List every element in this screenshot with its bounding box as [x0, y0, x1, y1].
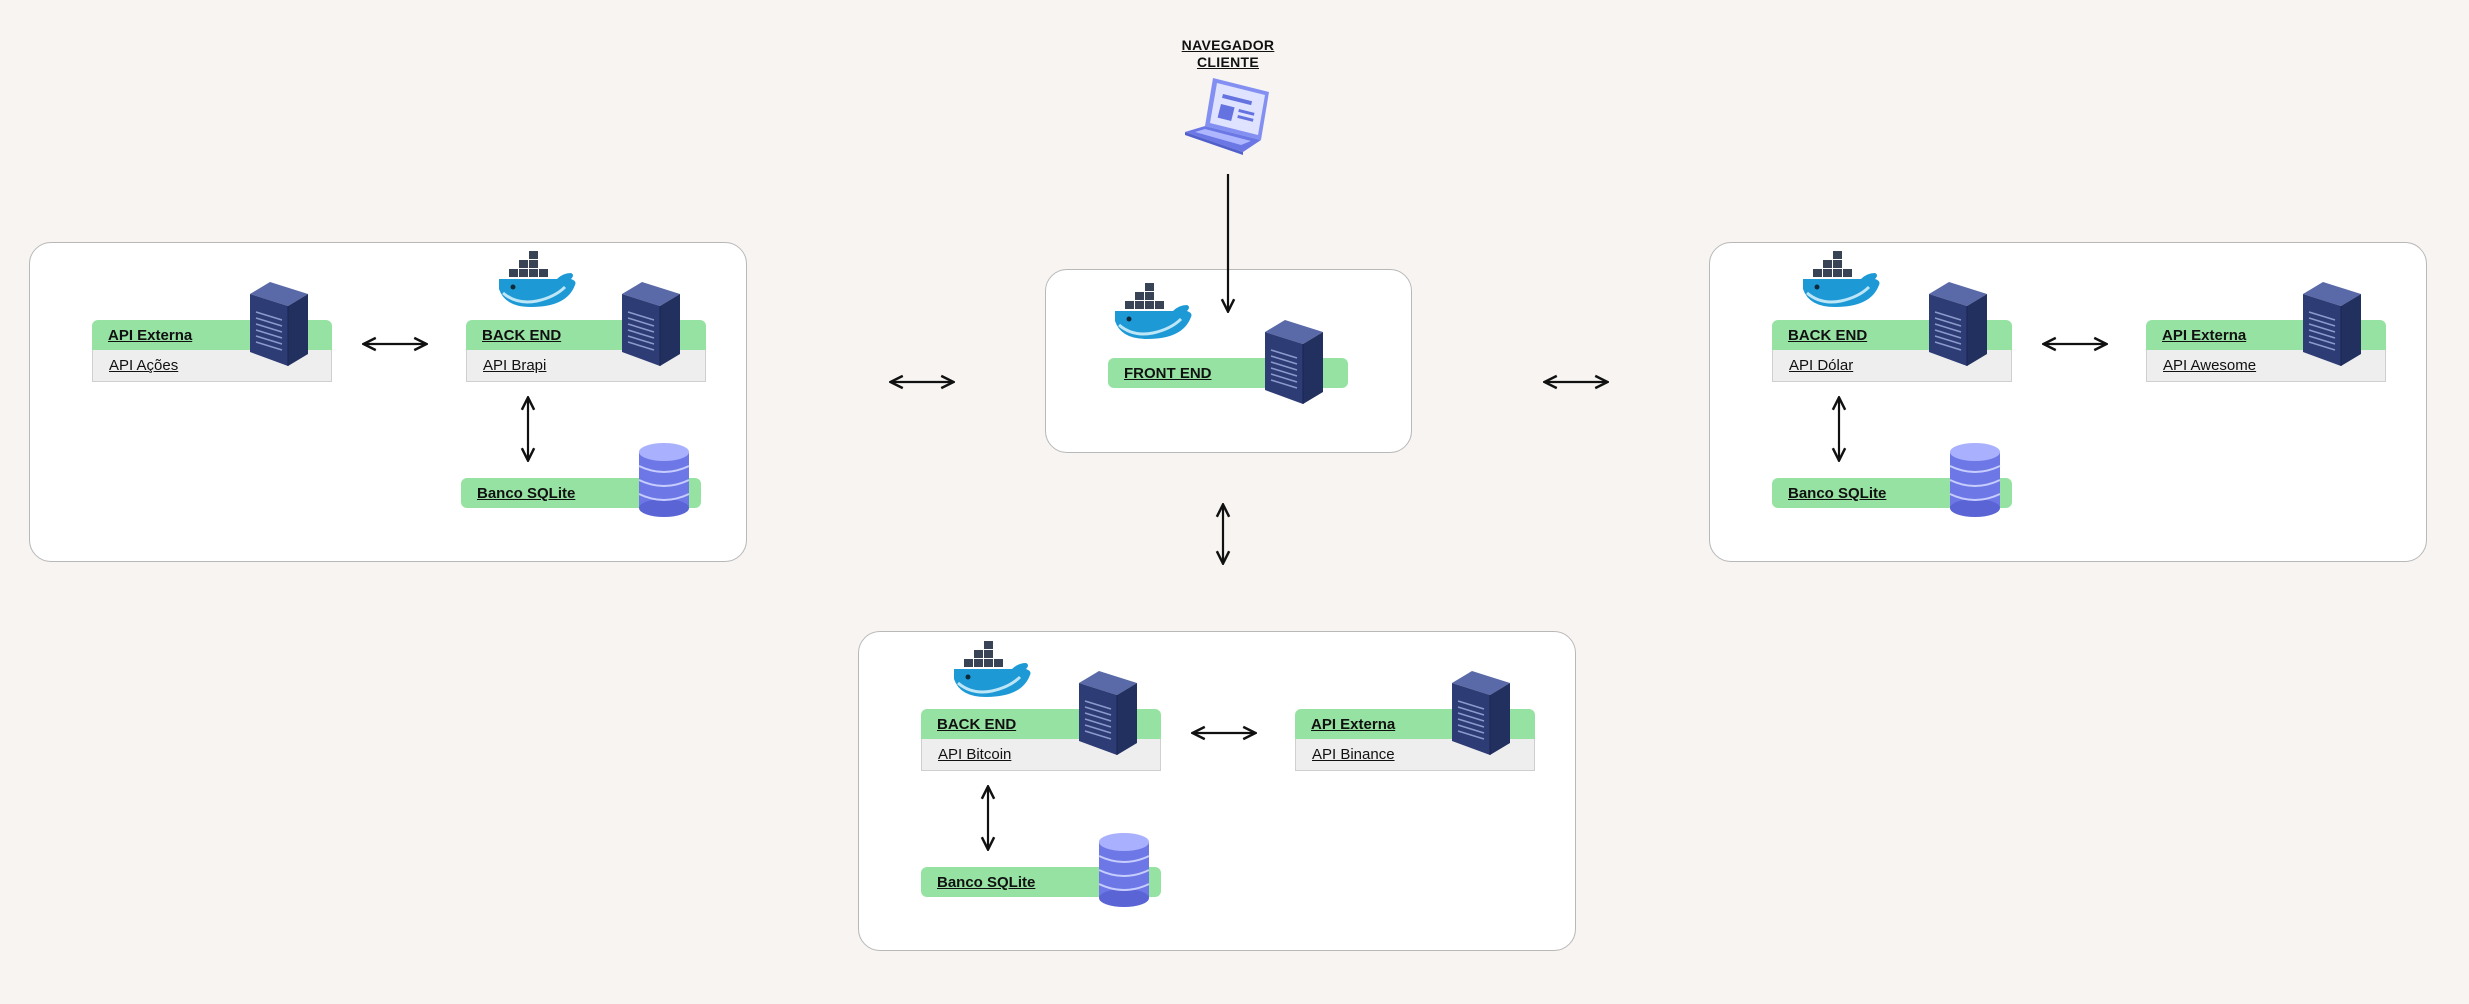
acoes-external-backend-arrow: [362, 332, 428, 356]
bitcoin-backend-db-arrow: [978, 785, 998, 851]
docker-whale-icon: [952, 641, 1034, 701]
acoes-frontend-arrow: [889, 370, 955, 394]
client-title: NAVEGADOR CLIENTE: [1168, 37, 1288, 71]
server-icon: [1927, 280, 1989, 368]
server-icon: [1450, 669, 1512, 757]
docker-whale-icon: [497, 251, 579, 311]
server-icon: [1263, 318, 1325, 406]
dolar-backend-db-arrow: [1829, 396, 1849, 462]
bitcoin-external-sub: API Binance: [1295, 739, 1535, 771]
client-frontend-arrow: [1218, 174, 1238, 316]
bitcoin-backend-external-arrow: [1191, 721, 1257, 745]
frontend-dolar-arrow: [1543, 370, 1609, 394]
server-icon: [620, 280, 682, 368]
dolar-backend-external-arrow: [2042, 332, 2108, 356]
client-title-line2: CLIENTE: [1197, 54, 1259, 70]
acoes-backend-db-arrow: [518, 396, 538, 462]
database-icon: [638, 442, 690, 518]
laptop-icon: [1185, 78, 1269, 155]
docker-whale-icon: [1801, 251, 1883, 311]
docker-whale-icon: [1113, 283, 1195, 343]
server-icon: [1077, 669, 1139, 757]
database-icon: [1098, 832, 1150, 908]
server-icon: [2301, 280, 2363, 368]
server-icon: [248, 280, 310, 368]
client-title-line1: NAVEGADOR: [1181, 37, 1275, 53]
bitcoin-external-card[interactable]: API Externa API Binance: [1295, 709, 1535, 771]
database-icon: [1949, 442, 2001, 518]
frontend-bitcoin-arrow: [1213, 503, 1233, 565]
